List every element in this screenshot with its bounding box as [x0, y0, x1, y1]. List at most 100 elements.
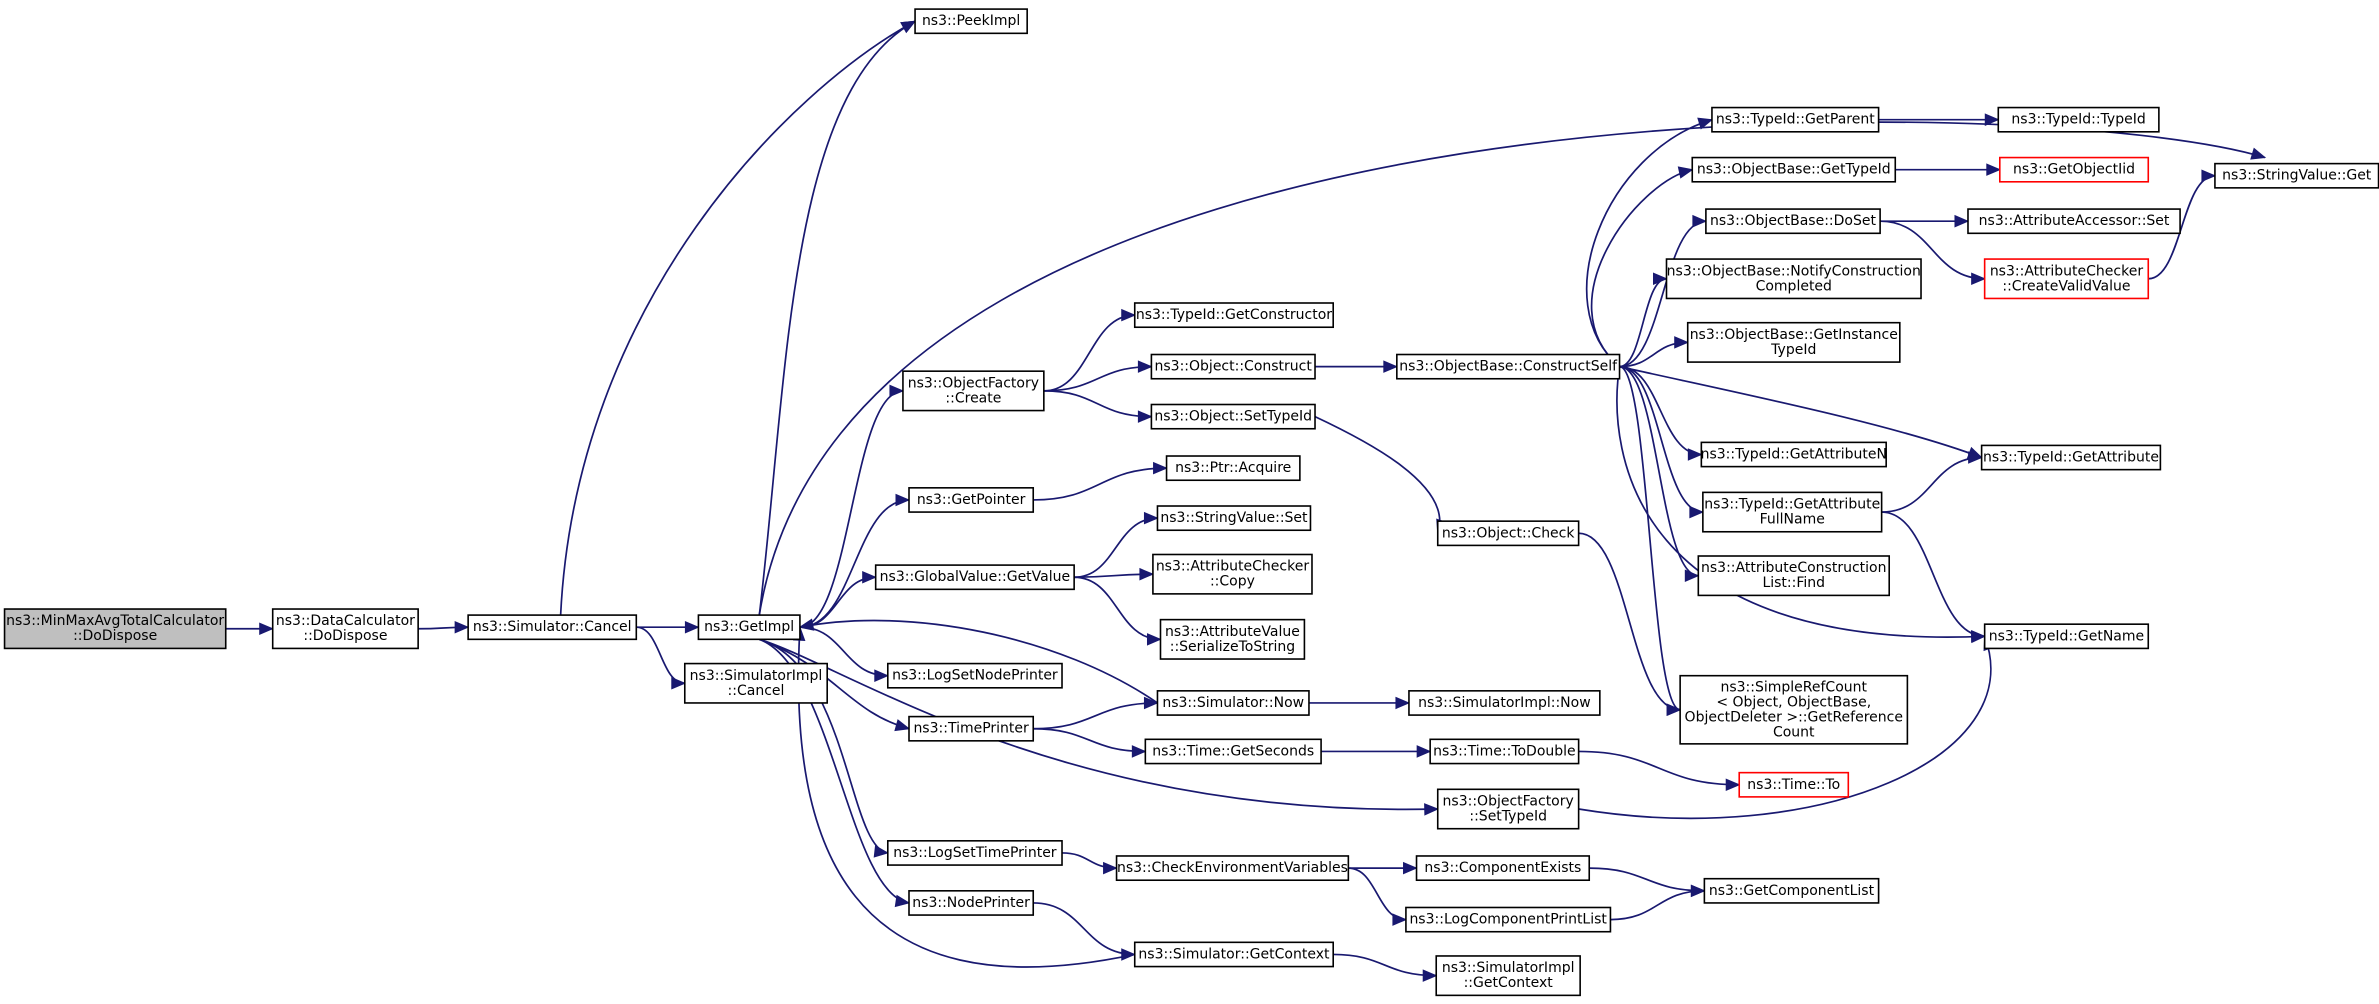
- arrowhead: [1986, 163, 2002, 176]
- edge-line: [799, 619, 1158, 704]
- node-simimplcancel[interactable]: ns3::SimulatorImpl::Cancel: [683, 662, 828, 704]
- node-typeidtypeid[interactable]: ns3::TypeId::TypeId: [1997, 106, 2160, 133]
- node-logsetnode[interactable]: ns3::LogSetNodePrinter: [886, 662, 1063, 689]
- edge-line: [797, 627, 1135, 968]
- edge-checkenv-to-compexists: [1348, 861, 1418, 875]
- node-getcomplist[interactable]: ns3::GetComponentList: [1703, 877, 1880, 904]
- edge-objbaseconstruct-to-objbasenotify: [1619, 272, 1668, 368]
- node-strvalget[interactable]: ns3::StringValue::Get: [2214, 162, 2379, 189]
- node-attrcheckercopy[interactable]: ns3::AttributeChecker::Copy: [1152, 553, 1313, 595]
- node-peekimpl[interactable]: ns3::PeekImpl: [914, 8, 1028, 35]
- edge-checkenv-to-logcompprint: [1348, 867, 1408, 926]
- edge-objfactcreate-to-objsettypeid: [1043, 390, 1153, 423]
- node-label-line: ::GetContext: [1464, 975, 1554, 991]
- node-simimplgetctx[interactable]: ns3::SimulatorImpl::GetContext: [1435, 955, 1581, 997]
- node-typeidgetattrn[interactable]: ns3::TypeId::GetAttributeN: [1700, 441, 1887, 468]
- node-objbasenotify[interactable]: ns3::ObjectBase::NotifyConstructionCompl…: [1665, 258, 1922, 300]
- edge-line: [1033, 702, 1158, 730]
- node-logcompprint[interactable]: ns3::LogComponentPrintList: [1405, 906, 1612, 933]
- node-attrcheckercreate[interactable]: ns3::AttributeChecker::CreateValidValue: [1983, 258, 2150, 300]
- arrowhead: [1689, 505, 1705, 519]
- edge-line: [1043, 314, 1135, 392]
- node-objbasedoset[interactable]: ns3::ObjectBase::DoSet: [1705, 208, 1881, 235]
- node-label-line: ns3::TypeId::GetParent: [1716, 112, 1875, 128]
- node-label-line: ns3::ObjectBase::NotifyConstruction: [1667, 263, 1921, 279]
- edge-globalvalue-to-attrcheckercopy: [1074, 567, 1155, 581]
- node-nodeprinter[interactable]: ns3::NodePrinter: [908, 890, 1035, 916]
- edge-line: [1578, 532, 1681, 711]
- node-simgetctx[interactable]: ns3::Simulator::GetContext: [1133, 941, 1334, 968]
- node-logsettime[interactable]: ns3::LogSetTimePrinter: [886, 840, 1063, 866]
- node-label-line: ns3::SimpleRefCount: [1720, 679, 1867, 695]
- node-ptracquire[interactable]: ns3::Ptr::Acquire: [1165, 455, 1301, 482]
- edge-getimpl-to-peekimpl: [758, 20, 917, 616]
- node-globalvalue[interactable]: ns3::GlobalValue::GetValue: [874, 564, 1075, 591]
- arrowhead: [798, 618, 815, 631]
- node-attrvalser[interactable]: ns3::AttributeValue::SerializeToString: [1159, 618, 1306, 660]
- node-objfactcreate[interactable]: ns3::ObjectFactory::Create: [902, 370, 1045, 412]
- node-objbasegettypeid[interactable]: ns3::ObjectBase::GetTypeId: [1691, 156, 1897, 183]
- edge-simcancel-to-getimpl: [636, 620, 700, 634]
- node-simnow[interactable]: ns3::Simulator::Now: [1156, 690, 1310, 716]
- arrowhead: [1984, 113, 2000, 126]
- node-objfactsettypeid[interactable]: ns3::ObjectFactory::SetTypeId: [1436, 788, 1580, 830]
- node-simcancel[interactable]: ns3::Simulator::Cancel: [467, 614, 638, 641]
- node-label-line: ns3::GetImpl: [704, 619, 794, 635]
- node-timegetsec[interactable]: ns3::Time::GetSeconds: [1144, 738, 1322, 765]
- node-box: [1415, 855, 1591, 882]
- node-simimplnow[interactable]: ns3::SimulatorImpl::Now: [1408, 690, 1601, 716]
- node-label-line: ns3::Time::ToDouble: [1433, 743, 1576, 759]
- node-box: [1396, 353, 1621, 380]
- node-datacalc[interactable]: ns3::DataCalculator::DoDispose: [271, 608, 419, 650]
- node-box: [886, 662, 1063, 689]
- arrowhead: [1424, 803, 1440, 816]
- node-getimpl[interactable]: ns3::GetImpl: [697, 614, 801, 641]
- node-strvalset[interactable]: ns3::StringValue::Set: [1156, 505, 1312, 532]
- node-typeidgetname[interactable]: ns3::TypeId::GetName: [1983, 623, 2150, 650]
- node-box: [1665, 258, 1922, 300]
- node-box: [1711, 106, 1880, 133]
- edge-line: [799, 390, 903, 629]
- edge-line: [1033, 727, 1146, 753]
- edge-line: [759, 638, 910, 730]
- edge-line: [759, 638, 910, 904]
- node-typeidgetattr[interactable]: ns3::TypeId::GetAttribute: [1980, 444, 2162, 471]
- node-label-line: List::Find: [1762, 575, 1825, 591]
- edge-line: [1043, 390, 1152, 418]
- edge-timegetsec-to-timetodouble: [1321, 745, 1432, 758]
- node-typeidgetparent[interactable]: ns3::TypeId::GetParent: [1711, 106, 1880, 133]
- node-objbaseconstruct[interactable]: ns3::ObjectBase::ConstructSelf: [1396, 353, 1621, 380]
- node-objcheck[interactable]: ns3::Object::Check: [1436, 520, 1580, 547]
- node-getobjectiid[interactable]: ns3::GetObjectIid: [1999, 156, 2150, 183]
- arrowhead: [894, 894, 911, 908]
- edge-line: [1314, 415, 1441, 534]
- edge-line: [759, 638, 1438, 811]
- node-timeprinter[interactable]: ns3::TimePrinter: [908, 715, 1035, 742]
- node-simplerefcount[interactable]: ns3::SimpleRefCount< Object, ObjectBase,…: [1679, 674, 1909, 745]
- node-label-line: ObjectDeleter >::GetReference: [1685, 709, 1903, 725]
- node-timeto[interactable]: ns3::Time::To: [1738, 771, 1850, 798]
- node-gettypeidctor[interactable]: ns3::TypeId::GetConstructor: [1133, 302, 1334, 329]
- node-getpointer[interactable]: ns3::GetPointer: [908, 487, 1035, 513]
- edge-objbaseconstruct-to-attrconstrfind: [1619, 365, 1700, 582]
- edge-getimpl-to-logsettime: [759, 638, 890, 858]
- node-checkenv[interactable]: ns3::CheckEnvironmentVariables: [1115, 855, 1350, 882]
- edge-line: [1589, 867, 1705, 892]
- arrowhead: [1677, 166, 1694, 179]
- node-objconstruct[interactable]: ns3::Object::Construct: [1150, 353, 1316, 380]
- arrowhead: [1684, 569, 1700, 582]
- node-label-line: FullName: [1760, 512, 1825, 528]
- node-objsettypeid[interactable]: ns3::Object::SetTypeId: [1150, 403, 1316, 430]
- node-timetodouble[interactable]: ns3::Time::ToDouble: [1429, 738, 1580, 765]
- arrowhead: [2250, 147, 2267, 160]
- node-attraccessorset[interactable]: ns3::AttributeAccessor::Set: [1967, 208, 2181, 235]
- edge-line: [1619, 365, 1702, 456]
- node-box: [1983, 258, 2150, 300]
- edge-line: [1881, 511, 1985, 638]
- node-label-line: ns3::AttributeAccessor::Set: [1979, 213, 2170, 229]
- arrowhead: [1692, 214, 1708, 228]
- node-compexists[interactable]: ns3::ComponentExists: [1415, 855, 1591, 882]
